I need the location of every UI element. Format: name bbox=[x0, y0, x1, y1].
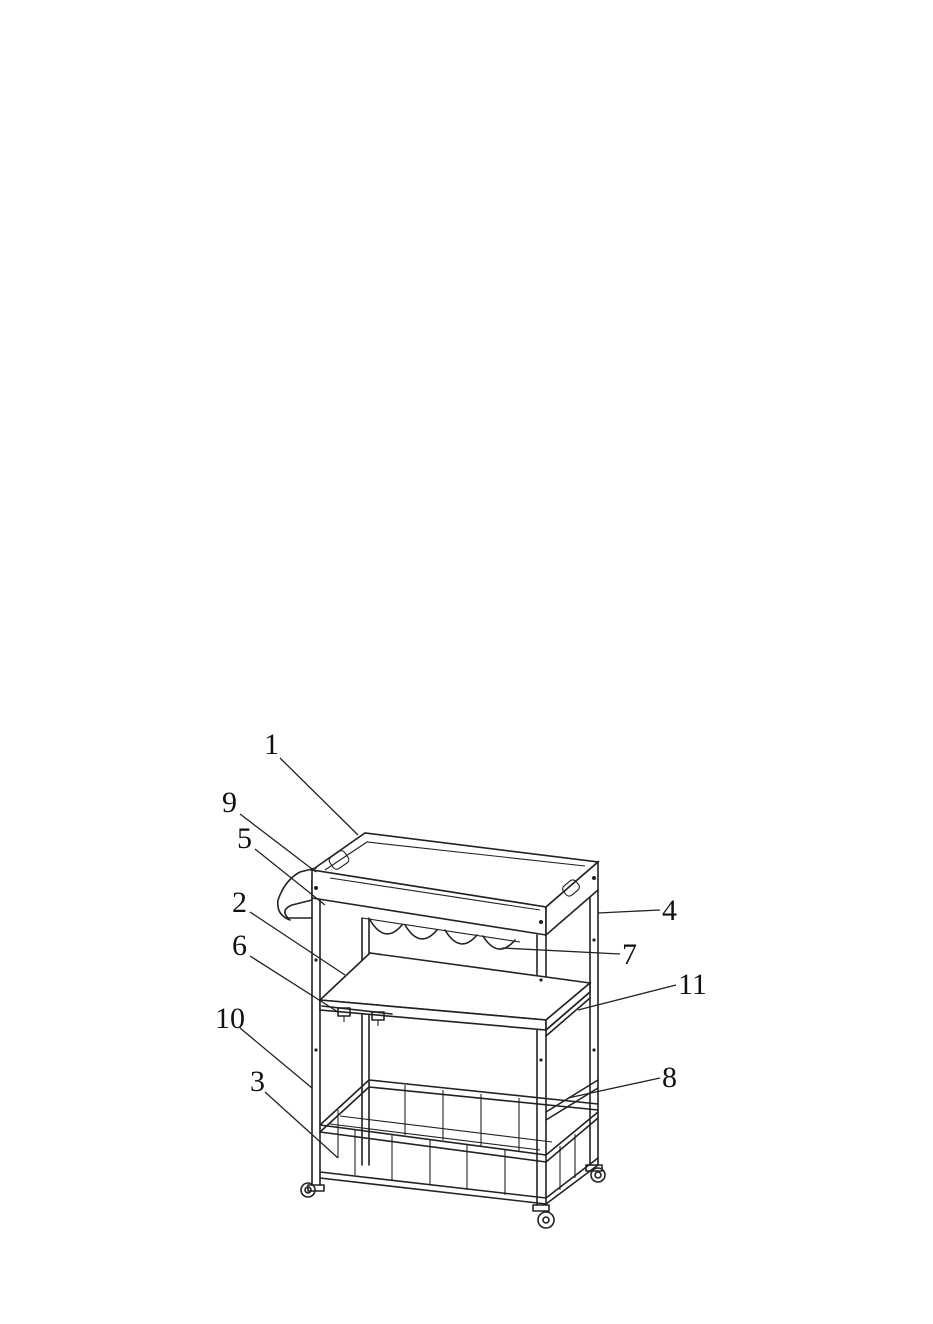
callout-8: 8 bbox=[662, 1061, 677, 1094]
callout-4: 4 bbox=[662, 894, 677, 927]
callout-2: 2 bbox=[232, 886, 247, 919]
callout-10: 10 bbox=[215, 1002, 245, 1035]
callout-6: 6 bbox=[232, 929, 247, 962]
callout-9: 9 bbox=[222, 786, 237, 819]
top-tray bbox=[312, 833, 598, 935]
callout-5: 5 bbox=[237, 822, 252, 855]
middle-shelf bbox=[320, 953, 590, 1030]
callout-3: 3 bbox=[250, 1065, 265, 1098]
leader-lines bbox=[240, 758, 676, 1158]
callout-1: 1 bbox=[264, 728, 279, 761]
callout-11: 11 bbox=[678, 968, 707, 1001]
callout-7: 7 bbox=[622, 938, 637, 971]
